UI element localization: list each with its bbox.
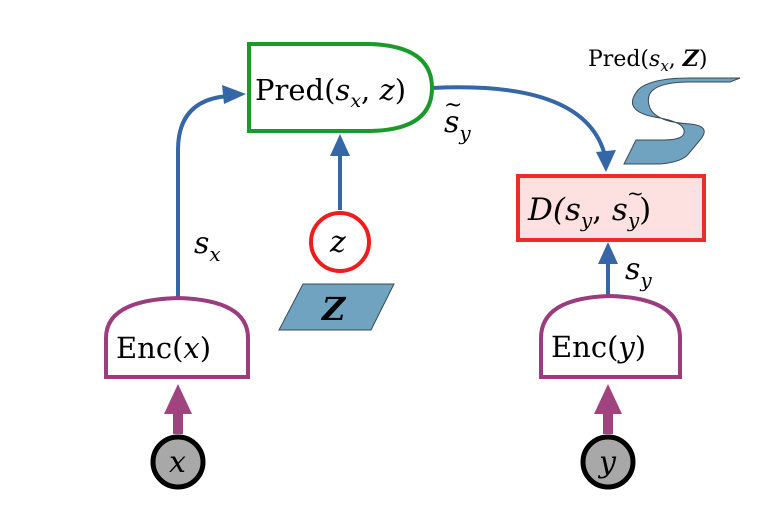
- edge-label-sx: sx: [194, 226, 221, 266]
- arrowhead-z: [330, 134, 350, 156]
- svg-text:Enc(x): Enc(x): [116, 331, 211, 365]
- latent-set-label: Z: [320, 290, 347, 328]
- arrow-x-to-enc: [164, 384, 192, 434]
- svg-text:~: ~: [444, 93, 462, 118]
- input-x-label: x: [169, 445, 186, 480]
- arrowhead-pred: [596, 150, 616, 172]
- edge-label-sy: sy: [625, 252, 652, 292]
- arrow-sx-to-pred: [176, 93, 239, 298]
- arrowhead-sy: [598, 242, 618, 264]
- arrow-y-to-enc: [594, 384, 622, 434]
- svg-text:Enc(y): Enc(y): [551, 330, 646, 364]
- latent-set-node: Z: [278, 283, 395, 331]
- latent-z-node: z: [309, 211, 371, 273]
- svg-text:D(sy, sy): D(sy, sy): [527, 192, 651, 232]
- latent-z-label: z: [329, 225, 346, 260]
- arrow-pred-to-distance: [431, 85, 608, 161]
- predictor-node: Pred(sx, z): [247, 42, 435, 133]
- encoder-y-node: Enc(y): [539, 293, 682, 379]
- predictor-label: Pred(: [255, 73, 335, 107]
- pred-over-set-label: Pred(sx, Z): [588, 46, 707, 75]
- prediction-set-shape: [623, 77, 741, 165]
- input-y-node: y: [580, 434, 636, 490]
- edge-label-sy-tilde: sy: [444, 105, 471, 145]
- distance-node: D(sy, sy) ~: [516, 174, 706, 242]
- arrowhead-sx: [222, 85, 246, 104]
- input-y-label: y: [597, 445, 617, 480]
- input-x-node: x: [150, 434, 206, 490]
- svg-text:Pred(sx, z): Pred(sx, z): [255, 73, 406, 112]
- svg-text:~: ~: [627, 181, 644, 205]
- encoder-x-node: Enc(x): [104, 295, 250, 379]
